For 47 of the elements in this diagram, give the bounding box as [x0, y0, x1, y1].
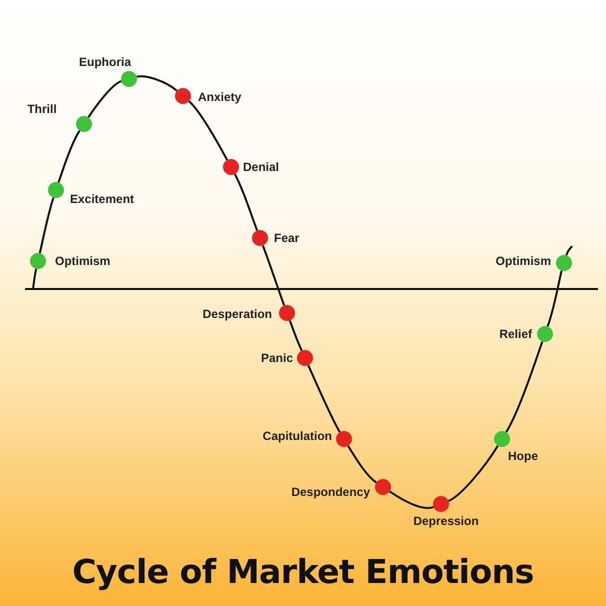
marker-dot: [76, 116, 92, 132]
emotion-label: Hope: [508, 449, 538, 463]
curve-segment: [307, 364, 341, 433]
marker-dot: [336, 431, 352, 447]
curve-segment: [38, 197, 54, 254]
curve-segment: [136, 75, 178, 92]
emotion-label: Fear: [274, 231, 300, 245]
marker-dot: [297, 350, 313, 366]
curve-segment: [262, 245, 286, 306]
curve-segment: [505, 341, 544, 433]
emotion-label: Denial: [243, 160, 280, 174]
curve-segment: [88, 80, 122, 118]
marker-dot: [121, 71, 137, 87]
emotion-label: Desperation: [202, 307, 272, 321]
curve-segment: [288, 320, 303, 352]
curve-segment: [58, 130, 80, 183]
marker-dot: [223, 159, 239, 175]
curve-segment: [32, 268, 38, 290]
curve-segment: [188, 100, 228, 160]
marker-dot: [433, 496, 449, 512]
curve-segment: [234, 174, 258, 231]
emotion-label: Thrill: [27, 102, 57, 116]
emotion-label: Panic: [260, 351, 293, 365]
chart-title: Cycle of Market Emotions: [71, 552, 535, 591]
curve-segment: [347, 445, 377, 484]
marker-dot: [175, 88, 191, 104]
marker-dot: [375, 479, 391, 495]
marker-dot: [279, 305, 295, 321]
emotion-label: Euphoria: [79, 55, 131, 69]
emotion-label: Excitement: [70, 192, 134, 206]
marker-dot: [48, 182, 64, 198]
emotion-label: Depression: [413, 514, 479, 528]
emotion-label: Anxiety: [198, 90, 242, 104]
curve-segment: [448, 445, 499, 502]
emotion-label: Optimism: [55, 254, 110, 268]
marker-dot: [556, 255, 572, 271]
marker-dot: [30, 253, 46, 269]
curve-segment: [546, 270, 563, 327]
curve-segment: [389, 490, 434, 509]
curve-segment: [565, 245, 573, 256]
marker-dot: [252, 230, 268, 246]
emotion-label: Capitulation: [262, 429, 332, 443]
marker-dot: [494, 431, 510, 447]
emotion-label: Optimism: [496, 254, 551, 268]
marker-dot: [537, 326, 553, 342]
emotion-label: Despondency: [291, 485, 370, 499]
emotion-label: Relief: [499, 327, 532, 341]
